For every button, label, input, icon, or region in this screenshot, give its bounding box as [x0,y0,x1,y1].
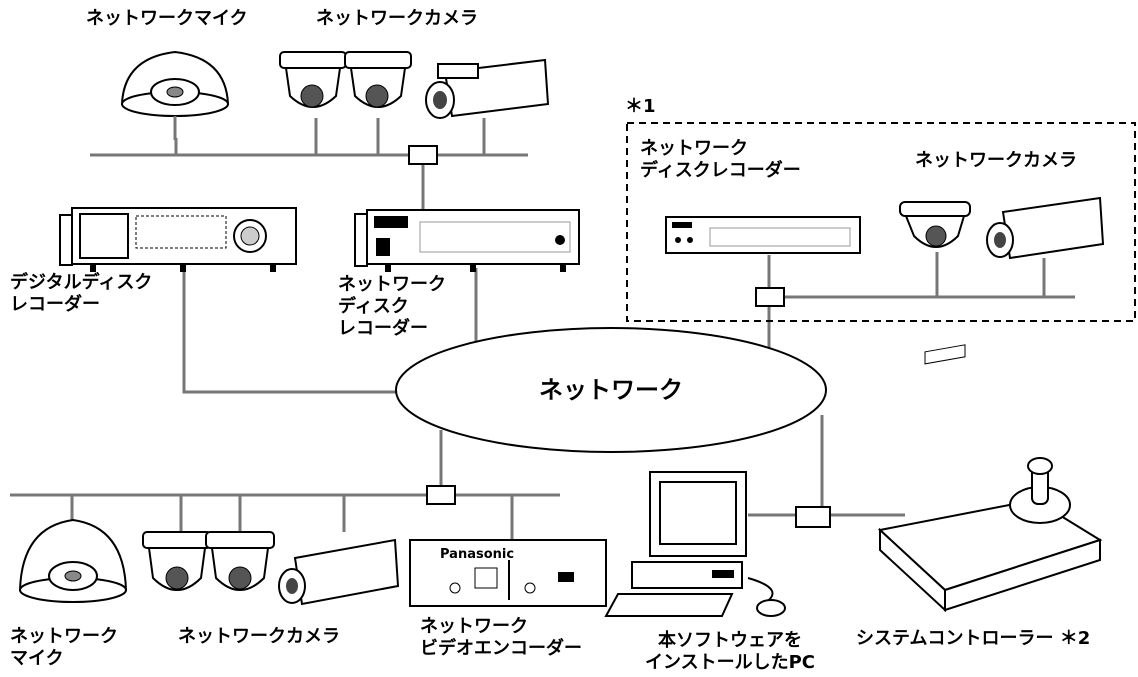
network-disk-recorder [354,209,580,272]
connection-lines [10,118,1075,540]
bottom-dome-camera-1 [142,531,212,591]
label-inset-camera: ネットワークカメラ [915,150,1077,171]
label-pc: 本ソフトウェアを インストールしたPC [644,630,816,673]
bottom-dome-camera-2 [205,531,275,591]
inset-frame [626,122,1136,322]
network-label: ネットワーク [539,376,683,404]
pc-device [604,471,786,617]
label-digital-recorder: デジタルディスク レコーダー [10,272,153,315]
label-bottom-camera: ネットワークカメラ [178,626,340,647]
top-box-camera [425,58,550,119]
label-inset-recorder: ネットワーク ディスクレコーダー [640,138,801,181]
network-cloud [395,327,827,453]
label-note1: ＊1 [625,96,656,117]
video-encoder: Panasonic [409,539,607,607]
encoder-brand: Panasonic [440,547,514,562]
label-bottom-mic: ネットワーク マイク [10,626,118,669]
bottom-mic-device [18,518,128,603]
top-dome-camera-2 [344,51,412,108]
hub-inset [755,287,785,307]
hub-top [408,145,438,165]
system-controller [877,344,1103,613]
top-dome-camera-1 [279,51,347,108]
label-encoder: ネットワーク ビデオエンコーダー [420,616,582,659]
hub-pc [795,506,831,528]
hub-bottom [426,485,456,505]
digital-disk-recorder [59,207,297,272]
inset-network-recorder [665,216,861,254]
label-top-camera: ネットワークカメラ [316,8,478,29]
inset-box-camera [986,196,1105,260]
label-top-mic: ネットワークマイク [86,8,248,29]
bottom-box-camera [278,538,400,606]
hub-boxes [408,145,831,528]
label-controller: システムコントローラー ＊2 [856,628,1091,649]
inset-dome-camera [899,201,971,248]
top-mic-device [120,50,230,140]
label-network-recorder: ネットワーク ディスク レコーダー [338,274,446,339]
